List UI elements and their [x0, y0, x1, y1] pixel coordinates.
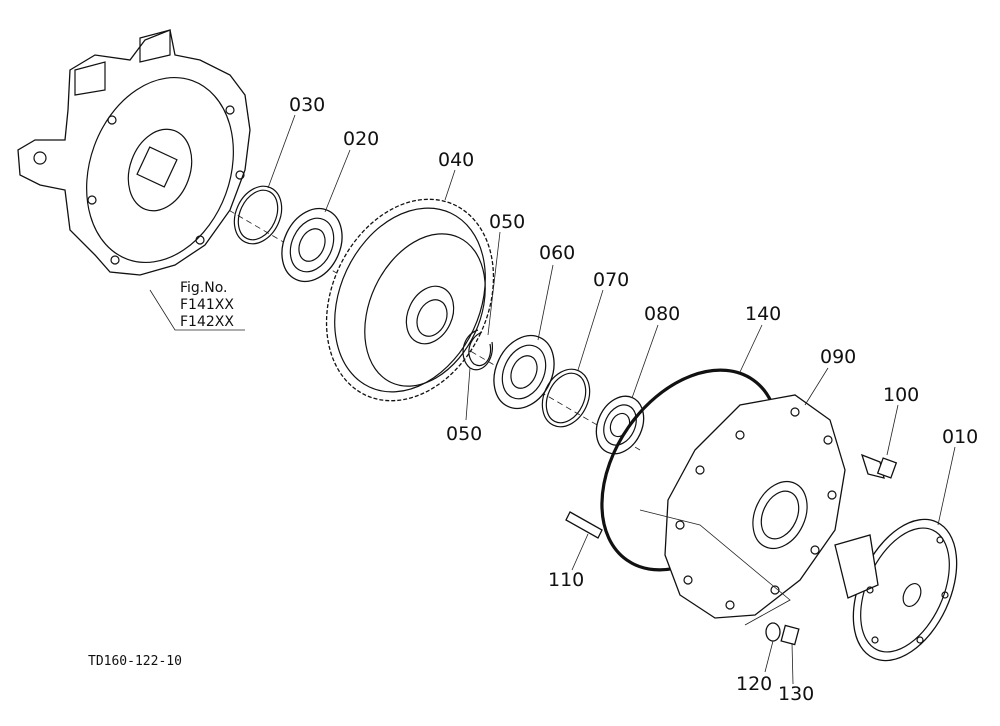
- label-090: 090: [820, 346, 856, 368]
- part-070-ring: [541, 289, 604, 428]
- label-010: 010: [942, 426, 978, 448]
- part-010-hub: [834, 446, 958, 662]
- part-100-bolt: [860, 404, 899, 479]
- part-110-stud: [565, 511, 603, 571]
- part-050-snapring: [462, 231, 501, 421]
- housing-part: [17, 29, 251, 331]
- part-090-cover: [639, 367, 846, 626]
- label-140: 140: [745, 303, 781, 325]
- label-020: 020: [343, 128, 379, 150]
- figure-ref-2: F142XX: [180, 314, 234, 330]
- label-120: 120: [736, 673, 772, 695]
- label-050-top: 050: [489, 211, 525, 233]
- label-040: 040: [438, 149, 474, 171]
- label-130: 130: [778, 683, 814, 705]
- label-080: 080: [644, 303, 680, 325]
- label-060: 060: [539, 242, 575, 264]
- part-040-gear: [325, 169, 495, 402]
- part-030-ring: [233, 114, 296, 245]
- part-120-washer: [764, 622, 781, 673]
- part-020-bearing: [281, 149, 351, 283]
- part-130-nut: [780, 624, 800, 685]
- label-030: 030: [289, 94, 325, 116]
- figure-ref-1: F141XX: [180, 297, 234, 313]
- label-110: 110: [548, 569, 584, 591]
- label-100: 100: [883, 384, 919, 406]
- assembly-axis: [159, 169, 641, 451]
- label-050-bottom: 050: [446, 423, 482, 445]
- label-070: 070: [593, 269, 629, 291]
- part-060-bearing: [493, 264, 555, 410]
- drawing-code: TD160-122-10: [88, 654, 182, 669]
- figure-ref-title: Fig.No.: [180, 280, 228, 296]
- part-080-bearing: [595, 324, 659, 455]
